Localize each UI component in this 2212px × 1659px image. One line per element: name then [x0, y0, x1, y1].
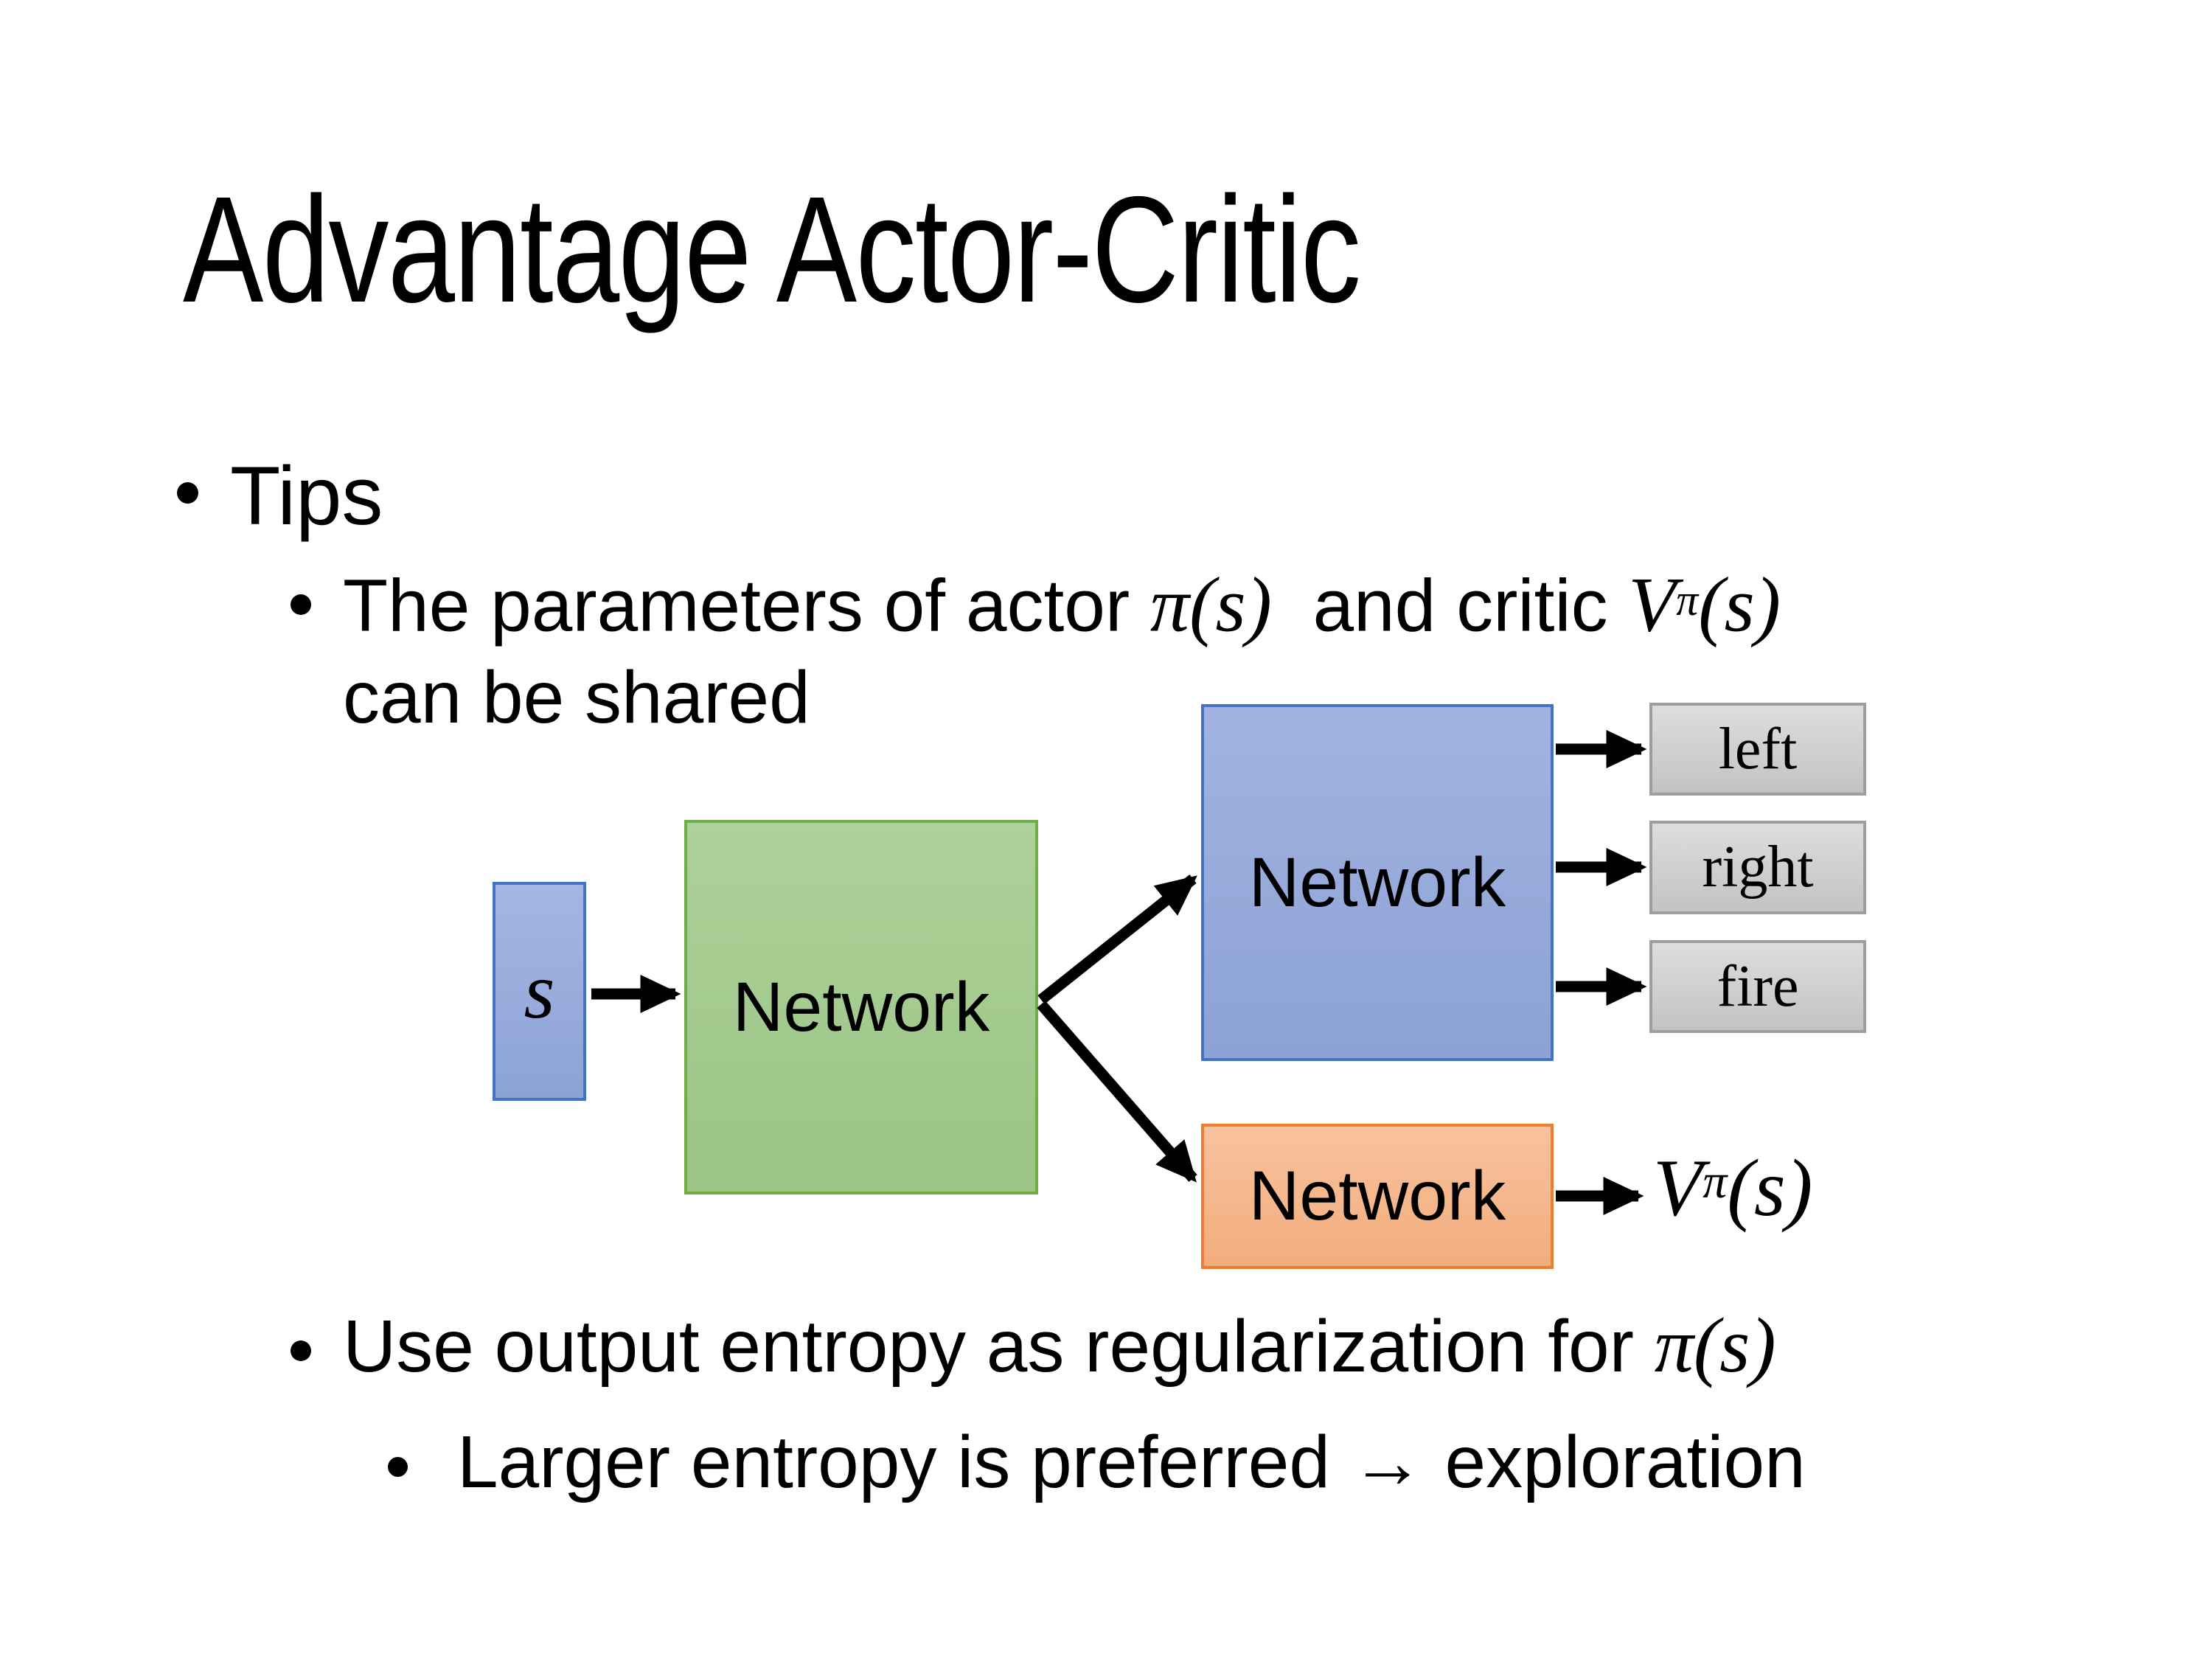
critic-math-base: V	[1628, 561, 1677, 648]
bullet-icon	[177, 482, 198, 504]
page-title: Advantage Actor-Critic	[183, 165, 1361, 334]
action-box-right: right	[1649, 821, 1866, 914]
bullet-tips: Tips	[230, 450, 383, 542]
critic-network-label: Network	[1248, 1157, 1506, 1235]
param-text-pre: The parameters of actor	[343, 564, 1150, 647]
entropy-text-pre: Use output entropy as regularization for	[343, 1305, 1655, 1388]
value-base: V	[1653, 1142, 1703, 1233]
arrow-shared-to-critic	[1037, 1001, 1197, 1183]
action-label-fire: fire	[1717, 953, 1799, 1019]
actor-network-label: Network	[1248, 843, 1506, 922]
bullet-larger-entropy-exploration: Larger entropy is preferred → exploratio…	[457, 1421, 1806, 1503]
entropy-math: π(s)	[1654, 1302, 1776, 1388]
action-label-right: right	[1702, 835, 1814, 900]
arrow-shared-to-actor	[1037, 874, 1197, 1004]
value-output-label: Vπ(s)	[1653, 1134, 1812, 1236]
actor-math: π(s)	[1150, 561, 1272, 648]
action-box-fire: fire	[1649, 940, 1866, 1033]
param-text-cont: can be shared	[343, 655, 810, 739]
critic-math-arg: (s)	[1698, 561, 1781, 648]
shared-network-label: Network	[732, 967, 990, 1046]
state-box: s	[493, 882, 586, 1101]
critic-network-box: Network	[1201, 1124, 1554, 1269]
critic-math-sup: π	[1676, 576, 1699, 625]
value-sup: π	[1703, 1155, 1728, 1208]
value-arg: (s)	[1727, 1142, 1813, 1233]
bullet-entropy-regularization: Use output entropy as regularization for…	[343, 1300, 1776, 1392]
action-box-left: left	[1649, 703, 1866, 796]
param-text-mid: and critic	[1271, 564, 1629, 647]
bullet-icon	[388, 1457, 408, 1477]
bullet-parameters-shared: The parameters of actor π(s) and critic …	[343, 554, 1781, 743]
bullet-icon	[291, 1340, 311, 1361]
state-label: s	[524, 947, 555, 1035]
actor-network-box: Network	[1201, 704, 1554, 1061]
action-label-left: left	[1718, 716, 1798, 782]
bullet-icon	[291, 594, 311, 615]
shared-network-box: Network	[684, 820, 1038, 1194]
